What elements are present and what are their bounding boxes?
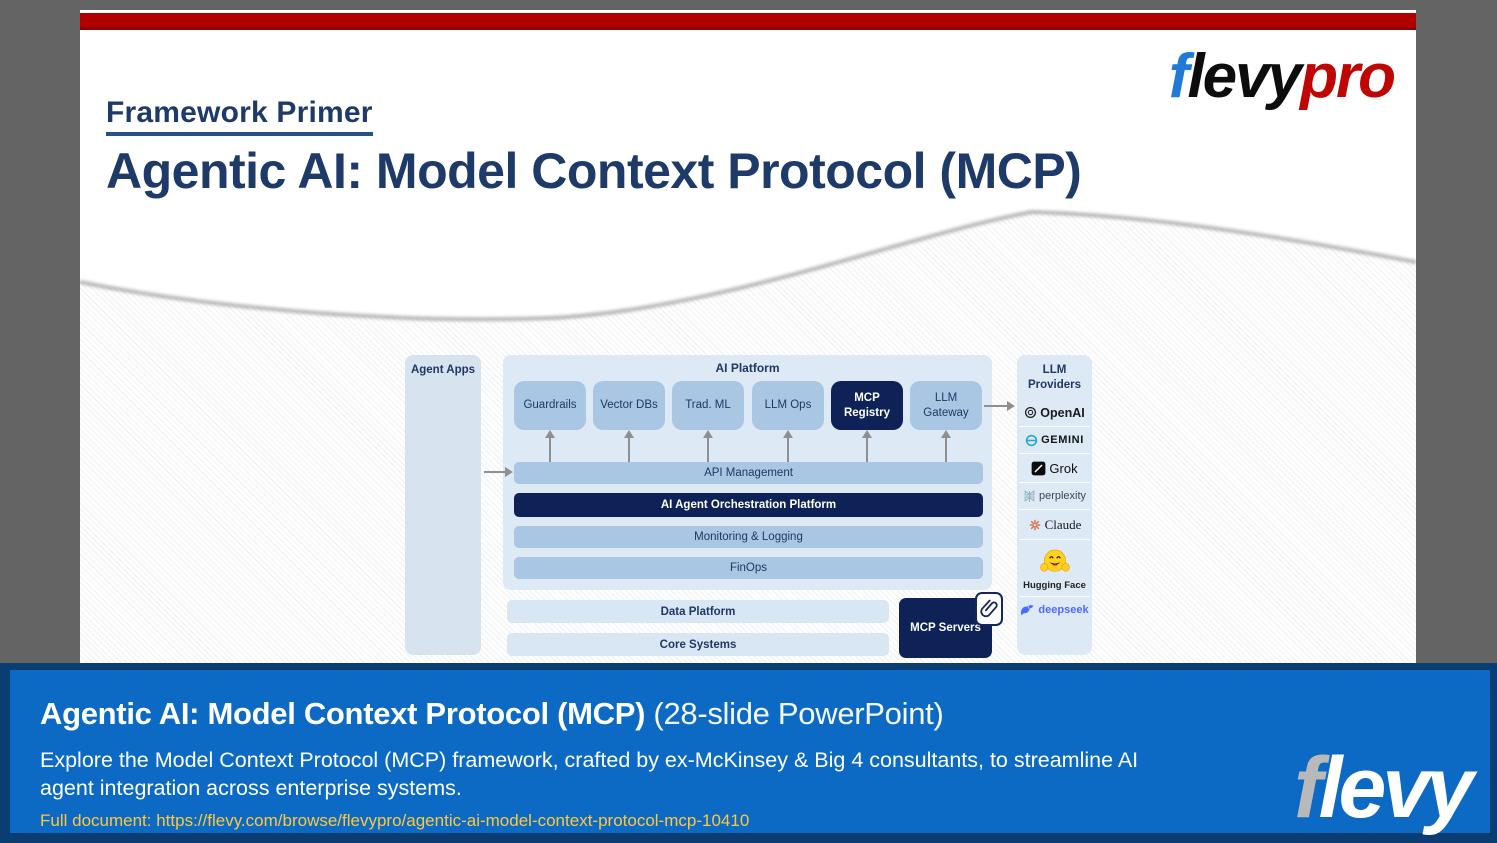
perplexity-logo-icon	[1024, 489, 1035, 502]
provider-hugging-face: Hugging Face	[1019, 538, 1090, 596]
provider-grok: Grok	[1019, 452, 1090, 482]
arrow-gateway-to-providers	[984, 401, 1015, 411]
swoosh-divider	[80, 10, 1416, 323]
provider-openai: OpenAI	[1019, 399, 1090, 426]
provider-label: GEMINI	[1041, 434, 1084, 447]
box-mcp-registry: MCP Registry	[831, 381, 903, 430]
paperclip-icon	[980, 599, 998, 618]
provider-label: OpenAI	[1040, 405, 1085, 420]
box-llm-gateway: LLM Gateway	[910, 381, 982, 430]
flevypro-logo-levy: levy	[1187, 42, 1302, 111]
bar-orchestration-platform: AI Agent Orchestration Platform	[514, 493, 983, 517]
box-guardrails: Guardrails	[514, 381, 586, 430]
bar-finops: FinOps	[514, 557, 983, 579]
hugging-face-logo-icon	[1039, 549, 1070, 572]
bar-api-management: API Management	[514, 462, 983, 484]
claude-logo-icon	[1029, 519, 1041, 531]
document-title[interactable]: Agentic AI: Model Context Protocol (MCP)…	[40, 696, 1490, 732]
provider-deepseek: deepseek	[1019, 595, 1090, 623]
document-description: Explore the Model Context Protocol (MCP)…	[40, 746, 1490, 802]
arrow-api-to-llm-gateway	[941, 430, 951, 462]
flevy-logo-f: f	[1293, 740, 1323, 836]
document-title-name: Agentic AI: Model Context Protocol (MCP)	[40, 696, 646, 731]
arrow-api-to-guardrails	[545, 430, 555, 462]
box-llm-ops: LLM Ops	[752, 381, 824, 430]
description-line: agent integration across enterprise syst…	[40, 776, 462, 800]
architecture-diagram: Agent Apps AI Platform Guardrails Vector…	[80, 10, 1416, 843]
bar-core-systems: Core Systems	[507, 633, 889, 656]
provider-label: Grok	[1049, 460, 1078, 476]
agent-apps-column: Agent Apps	[405, 355, 481, 655]
provider-label: Claude	[1044, 516, 1082, 532]
box-mcp-servers: MCP Servers	[899, 598, 992, 658]
document-url-link[interactable]: Full document: https://flevy.com/browse/…	[40, 811, 750, 830]
openai-logo-icon	[1025, 407, 1037, 419]
document-info-panel: Agentic AI: Model Context Protocol (MCP)…	[10, 670, 1490, 833]
ai-platform-label: AI Platform	[715, 361, 780, 375]
flevypro-logo-pro: pro	[1300, 42, 1396, 111]
slide-accent-bar	[80, 13, 1416, 30]
slide-preview: Framework Primer Agentic AI: Model Conte…	[80, 10, 1416, 843]
document-info-banner: Agentic AI: Model Context Protocol (MCP)…	[0, 663, 1497, 843]
arrow-api-to-mcp-registry	[862, 430, 872, 462]
description-line: Explore the Model Context Protocol (MCP)…	[40, 748, 1139, 772]
bar-monitoring-logging: Monitoring & Logging	[514, 526, 983, 548]
slide-eyebrow: Framework Primer	[106, 96, 373, 136]
arrow-api-to-vector-dbs	[624, 430, 634, 462]
flevy-logo-levy: levy	[1318, 740, 1474, 836]
arrow-api-to-trad-ml	[703, 430, 713, 462]
provider-gemini: GEMINI	[1019, 425, 1090, 453]
flevy-logo: flevy	[1294, 745, 1474, 831]
slide-title: Agentic AI: Model Context Protocol (MCP)	[106, 143, 1082, 199]
ai-platform-container: AI Platform Guardrails Vector DBs Trad. …	[503, 355, 992, 590]
flevypro-logo: flevypro	[1169, 46, 1396, 108]
document-title-format: (28-slide PowerPoint)	[645, 696, 944, 731]
gemini-logo-icon	[1025, 434, 1038, 447]
arrow-api-to-llm-ops	[783, 430, 793, 462]
box-vector-dbs: Vector DBs	[593, 381, 665, 430]
provider-label: perplexity	[1038, 490, 1087, 503]
grok-logo-icon	[1032, 461, 1046, 476]
provider-label: Hugging Face	[1023, 579, 1086, 591]
provider-label: deepseek	[1038, 604, 1089, 617]
bar-data-platform: Data Platform	[507, 600, 889, 623]
box-trad-ml: Trad. ML	[672, 381, 744, 430]
flevypro-logo-f: f	[1168, 42, 1190, 111]
deepseek-logo-icon	[1021, 604, 1034, 616]
attachment-badge	[975, 592, 1003, 626]
provider-claude: Claude	[1019, 508, 1090, 539]
arrow-agent-apps-to-api	[484, 467, 513, 477]
provider-perplexity: perplexity	[1019, 481, 1090, 509]
